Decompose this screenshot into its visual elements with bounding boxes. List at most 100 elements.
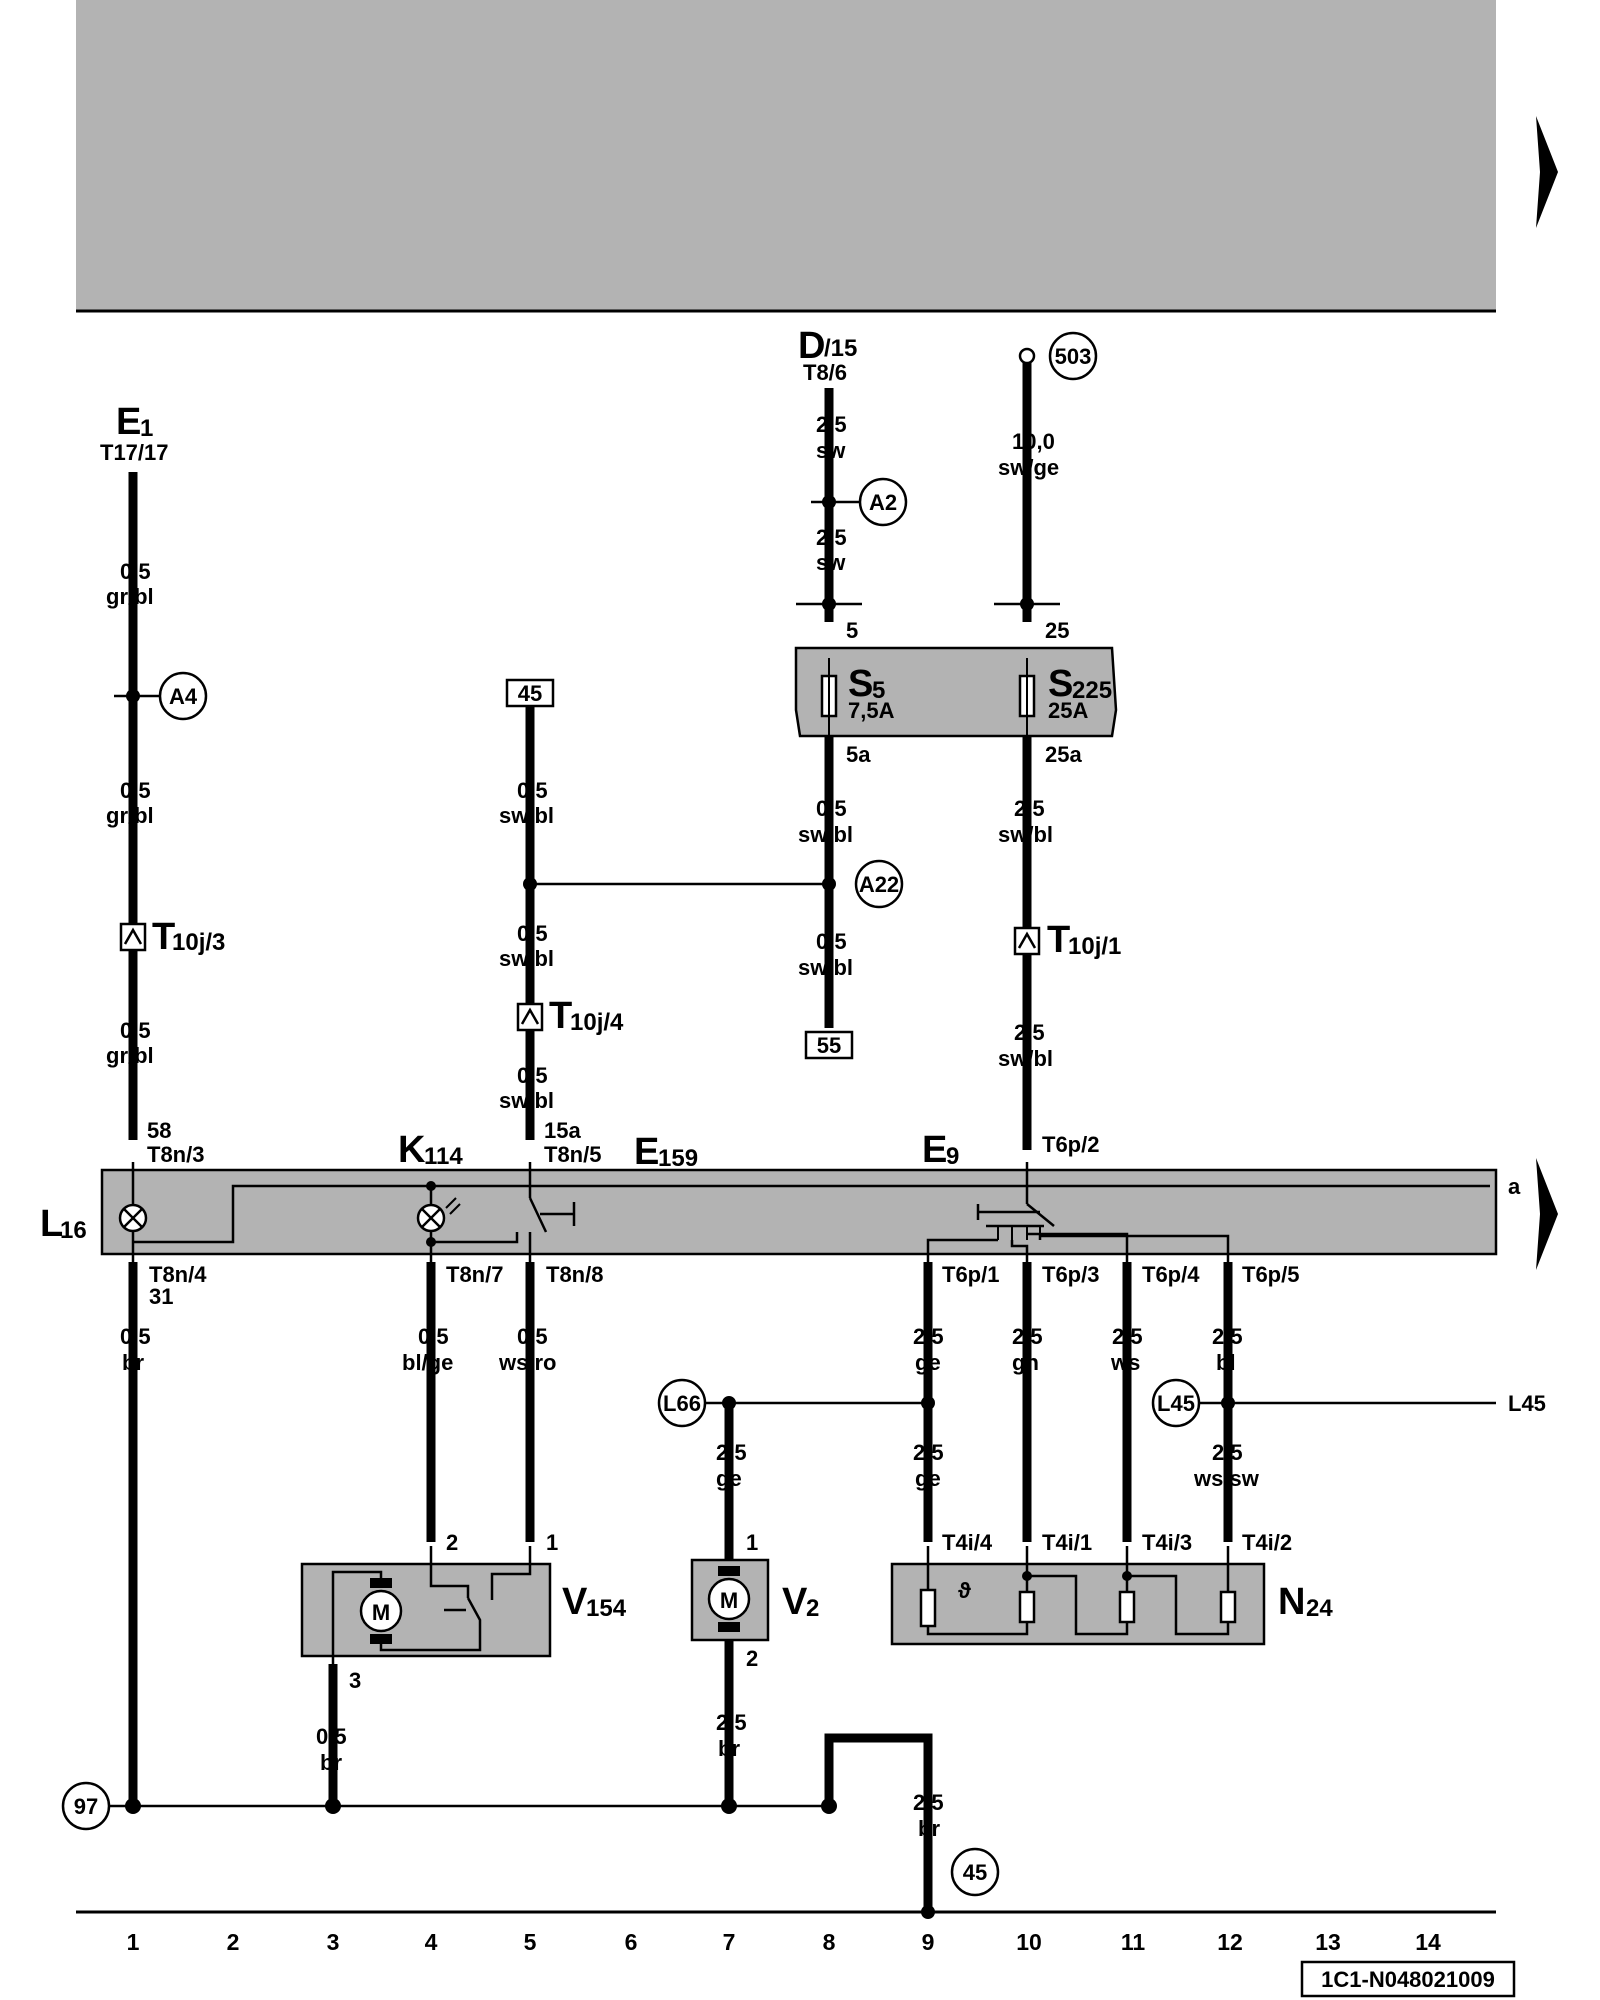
column-number: 2 [227, 1929, 240, 1955]
terminal-label: 15a [544, 1118, 581, 1143]
wire-color: sw/bl [998, 822, 1053, 847]
splice-dot [126, 689, 140, 703]
edge-label-L45: L45 [1508, 1391, 1546, 1416]
wire-size: 2,5 [1212, 1440, 1243, 1465]
fuse-label-sub: 5 [872, 677, 885, 704]
wire-color: gn [1012, 1350, 1039, 1375]
svg-text:/15: /15 [824, 335, 857, 362]
wire-color: sw/bl [499, 946, 554, 971]
ref-box-55 [804, 1030, 854, 1060]
connector-label-sub: 10j/4 [570, 1009, 624, 1036]
next-page-arrow-icon[interactable] [1536, 1158, 1558, 1270]
component-label-E9: E [922, 1129, 947, 1171]
wire-color: ge [915, 1350, 941, 1375]
wire-color: sw/bl [798, 955, 853, 980]
junction-dot [426, 1181, 436, 1191]
wire-color: br [918, 1816, 940, 1841]
ref-circle-label: 97 [74, 1794, 98, 1819]
wire-color: sw/bl [499, 803, 554, 828]
wire-size: 0,5 [517, 921, 548, 946]
component-label-sub: 114 [424, 1143, 463, 1170]
fuse-S225-icon [1018, 658, 1036, 736]
ref-circle-label: A2 [869, 490, 897, 515]
wire-size: 0,5 [816, 929, 847, 954]
terminal-label: T6p/3 [1042, 1262, 1099, 1287]
motor-V154-icon: M [331, 1546, 532, 1664]
component-label-V2: V [782, 1581, 808, 1623]
column-number: 9 [922, 1929, 935, 1955]
terminal-label: T6p/4 [1142, 1262, 1200, 1287]
fuse-label: S [1048, 663, 1073, 705]
terminal-label: T4i/4 [942, 1530, 993, 1555]
component-label-sub: 154 [586, 1595, 627, 1622]
junction-dot [1221, 1396, 1235, 1410]
ref-circle-label: L66 [663, 1391, 701, 1416]
wire-color: sw/bl [798, 822, 853, 847]
terminal-label: 25 [1045, 618, 1069, 643]
wire-size: 0,5 [517, 1324, 548, 1349]
wire-size: 10,0 [1012, 429, 1055, 454]
wire-size: 0,5 [120, 1018, 151, 1043]
wire-size: 2,5 [913, 1324, 944, 1349]
resistor-N24-icon: ϑ [919, 1546, 1237, 1636]
ref-circle-label: A4 [169, 684, 198, 709]
component-label-L16: L [40, 1203, 63, 1245]
terminal-label: T8n/8 [546, 1262, 603, 1287]
pin-label: 3 [349, 1668, 361, 1693]
connector-label: T [152, 916, 175, 958]
wire-size: 0,5 [120, 1324, 151, 1349]
wire-size: 2,5 [913, 1440, 944, 1465]
component-label-K114: K [398, 1129, 426, 1171]
wire-size: 0,5 [517, 1063, 548, 1088]
column-number: 3 [327, 1929, 340, 1955]
pin-label: 1 [746, 1530, 758, 1555]
wire-ground-bridge [824, 1733, 933, 1912]
wire-color: ws [1110, 1350, 1140, 1375]
wire-color: sw [816, 550, 846, 575]
column-number: 4 [425, 1929, 438, 1955]
wire-size: 2,5 [1014, 1020, 1045, 1045]
pin-label: 2 [446, 1530, 458, 1555]
ref-circle-label: 45 [963, 1860, 987, 1885]
column-number: 6 [625, 1929, 638, 1955]
ref-circle-A2 [858, 477, 908, 527]
svg-text:T8/6: T8/6 [803, 360, 847, 385]
ref-box-label: 45 [518, 681, 542, 706]
component-E1: E 1 T17/17 [100, 401, 169, 465]
ref-circle-A22 [854, 859, 904, 909]
svg-text:E: E [116, 401, 141, 443]
switch-E159-icon [528, 1162, 576, 1262]
wire-color: bl [1216, 1350, 1236, 1375]
wire-size: 2,5 [816, 412, 847, 437]
ref-box-label: 55 [817, 1033, 841, 1058]
device-V154-box [300, 1562, 552, 1658]
terminal-label: T8n/3 [147, 1142, 204, 1167]
junction-dot [1020, 597, 1034, 611]
terminal-label: 31 [149, 1284, 173, 1309]
connector-T10j4-icon [516, 1002, 544, 1032]
terminal-label: T8n/7 [446, 1262, 503, 1287]
wire-color: ws/ro [498, 1350, 556, 1375]
component-label-E159: E [634, 1131, 659, 1173]
wire-color: br [122, 1350, 144, 1375]
wire-color: ge [915, 1466, 941, 1491]
terminal-label: T4i/1 [1042, 1530, 1092, 1555]
connector-label: T [1047, 919, 1070, 961]
component-label-sub: 2 [806, 1595, 819, 1622]
svg-text:1: 1 [140, 415, 153, 442]
component-label-sub: 16 [60, 1217, 87, 1244]
svg-text:T17/17: T17/17 [100, 440, 169, 465]
ref-circle-45 [950, 1847, 1000, 1897]
component-label-sub: 9 [946, 1143, 959, 1170]
next-page-arrow-icon[interactable] [1536, 116, 1558, 228]
wire-color: ws/sw [1193, 1466, 1260, 1491]
pin-label: 2 [746, 1646, 758, 1671]
wire-size: 0,5 [120, 778, 151, 803]
terminal-label: T6p/1 [942, 1262, 999, 1287]
wire-size: 0,5 [316, 1724, 347, 1749]
internal-wire [133, 1184, 1490, 1244]
svg-text:M: M [372, 1600, 390, 1625]
svg-text:M: M [720, 1588, 738, 1613]
terminal-open-circle [1018, 347, 1036, 365]
column-number: 11 [1121, 1929, 1146, 1955]
